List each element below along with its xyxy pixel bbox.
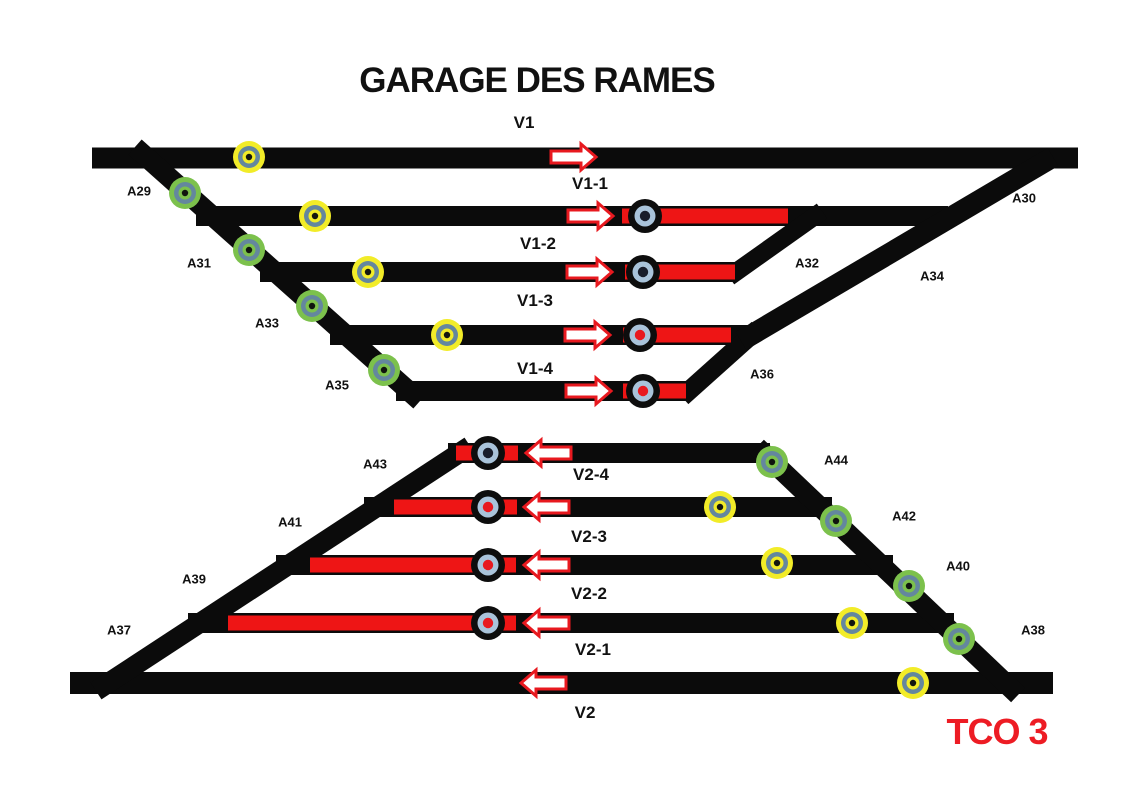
turnout-label-a36: A36 [750,366,774,382]
track-label-v1-2: V1-2 [520,234,556,253]
track-label-v2-4: V2-4 [573,465,609,484]
turnout-label-a39: A39 [182,571,206,587]
lamp-occupied-v2-3[interactable] [471,490,505,524]
turnout-label-a32: A32 [795,255,819,271]
lamp-occupied-v1-2[interactable] [626,255,660,289]
lamp-green-turnout-a29[interactable] [169,177,201,209]
lamp-yellow-track-v1-1[interactable] [299,200,331,232]
lamp-yellow-track-v2[interactable] [897,667,929,699]
lamp-occupied-v2-2[interactable] [471,548,505,582]
turnout-label-a30: A30 [1012,190,1036,206]
track-label-v2: V2 [574,703,596,722]
ladder-diagonal-right-bottom [750,439,1025,703]
lamp-yellow-track-v2-3[interactable] [704,491,736,523]
lamp-green-turnout-a42[interactable] [820,505,852,537]
lamp-yellow-track-v2-2[interactable] [761,547,793,579]
lamp-yellow-track-v1[interactable] [233,141,265,173]
turnout-label-a43: A43 [363,456,387,472]
lamp-occupied-v1-1[interactable] [628,199,662,233]
turnout-label-a29: A29 [127,183,151,199]
turnout-label-a40: A40 [946,558,970,574]
turnout-label-a34: A34 [920,268,944,284]
lamp-occupied-v1-4[interactable] [626,374,660,408]
lamp-yellow-track-v1-3[interactable] [431,319,463,351]
track-label-v1: V1 [513,113,535,132]
turnout-label-a37: A37 [107,622,131,638]
track-label-v1-1: V1-1 [572,174,608,193]
turnout-label-a38: A38 [1021,622,1045,638]
turnout-label-a44: A44 [824,452,848,468]
lamp-occupied-v2-4[interactable] [471,436,505,470]
lamp-occupied-v2-1[interactable] [471,606,505,640]
track-label-v1-4: V1-4 [517,359,553,378]
lamp-occupied-v1-3[interactable] [623,318,657,352]
track-label-v2-3: V2-3 [571,527,607,546]
lamp-green-turnout-a44[interactable] [756,446,788,478]
lamp-green-turnout-a33[interactable] [296,290,328,322]
turnout-label-a42: A42 [892,508,916,524]
lamp-green-turnout-a31[interactable] [233,234,265,266]
lamp-yellow-track-v2-1[interactable] [836,607,868,639]
turnout-label-a35: A35 [325,377,349,393]
ladder-diagonal-right-top [735,147,1059,351]
turnout-label-a33: A33 [255,315,279,331]
track-label-v2-1: V2-1 [575,640,611,659]
turnout-diagonal-a32 [723,203,828,285]
turnout-label-a31: A31 [187,255,211,271]
track-label-v2-2: V2-2 [571,584,607,603]
lamp-green-turnout-a38[interactable] [943,623,975,655]
turnout-label-a41: A41 [278,514,302,530]
panel-tag-tco3: TCO 3 [946,711,1048,752]
lamp-green-turnout-a40[interactable] [893,570,925,602]
track-label-v1-3: V1-3 [517,291,553,310]
page-title: GARAGE DES RAMES [359,61,715,100]
lamp-yellow-track-v1-2[interactable] [352,256,384,288]
lamp-green-turnout-a35[interactable] [368,354,400,386]
